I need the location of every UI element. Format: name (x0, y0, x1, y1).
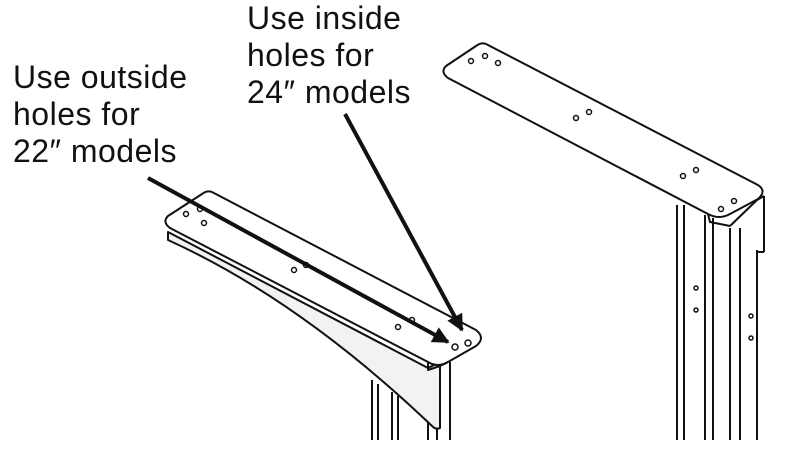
right-frame-rails (676, 196, 765, 440)
outside-holes-arrow (147, 176, 450, 344)
inside-holes-arrow (343, 113, 464, 332)
right-bracket-top (442, 42, 764, 218)
callout-line: Use outside (13, 59, 188, 95)
callout-line: 24″ models (247, 74, 411, 110)
callout-line: Use inside (247, 0, 402, 36)
left-bracket-assembly (164, 190, 482, 440)
right-bracket-holes (467, 52, 754, 341)
left-bracket-gusset (167, 231, 441, 430)
callout-line: 22″ models (13, 133, 177, 169)
outside-holes-callout: Use outside holes for 22″ models (13, 59, 187, 170)
inside-hole (464, 339, 472, 347)
inside-holes-callout: Use inside holes for 24″ models (247, 0, 411, 111)
callout-line: holes for (247, 37, 375, 73)
outside-hole (451, 343, 459, 351)
right-bracket-assembly (442, 42, 765, 440)
callout-line: holes for (13, 96, 141, 132)
